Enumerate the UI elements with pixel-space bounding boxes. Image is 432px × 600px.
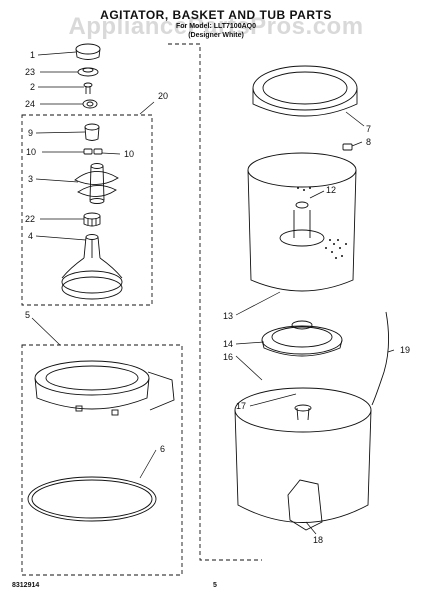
callout-10-right: 10	[124, 149, 134, 159]
variant-line: (Designer White)	[188, 32, 244, 39]
callout-lines	[31, 51, 395, 535]
agitator-cap-part	[75, 43, 101, 60]
document-number: 8312914	[12, 582, 40, 589]
callout-7: 7	[366, 124, 371, 134]
agitator-base-part	[61, 234, 123, 300]
hub-part	[261, 320, 343, 357]
spline-ring-part	[83, 212, 101, 227]
callout-9: 9	[28, 128, 33, 138]
callout-3: 3	[28, 174, 33, 184]
callout-5: 5	[25, 310, 30, 320]
wash-basket-part	[247, 152, 357, 292]
basket-holes	[297, 187, 347, 259]
tub-ring-group-box	[21, 344, 183, 576]
assembly-dashed-path	[168, 43, 262, 561]
washer-part	[82, 99, 98, 109]
outer-tub-part	[234, 387, 372, 531]
callout-19: 19	[400, 345, 410, 355]
callout-10-left: 10	[26, 147, 36, 157]
callout-4: 4	[28, 231, 33, 241]
cam-coupling-part	[84, 123, 100, 141]
cap-insert-part	[77, 67, 99, 77]
callout-12: 12	[326, 185, 336, 195]
pawl-part-left	[83, 148, 93, 155]
tub-ring-part	[34, 360, 175, 416]
bolt-part	[83, 82, 93, 94]
callout-17: 17	[236, 401, 246, 411]
tub-ring-seal-part	[27, 476, 157, 522]
callout-22: 22	[25, 214, 35, 224]
model-line: For Model: LLT7100AQ0	[176, 23, 256, 30]
callout-24: 24	[25, 99, 35, 109]
callout-2: 2	[30, 82, 35, 92]
agitator-group-box	[21, 114, 153, 306]
page-number: 5	[213, 582, 217, 589]
callout-16: 16	[223, 352, 233, 362]
auger-part	[74, 163, 119, 204]
callout-13: 13	[223, 311, 233, 321]
callout-23: 23	[25, 67, 35, 77]
page-title: AGITATOR, BASKET AND TUB PARTS	[100, 8, 332, 22]
callout-8: 8	[366, 137, 371, 147]
ring-clip-part	[342, 143, 353, 151]
callout-14: 14	[223, 339, 233, 349]
callout-1: 1	[30, 50, 35, 60]
balance-ring-part	[252, 65, 358, 117]
pawl-part-right	[93, 148, 103, 155]
callout-20: 20	[158, 91, 168, 101]
callout-18: 18	[313, 535, 323, 545]
callout-6: 6	[160, 444, 165, 454]
drain-hose-part	[371, 311, 389, 406]
